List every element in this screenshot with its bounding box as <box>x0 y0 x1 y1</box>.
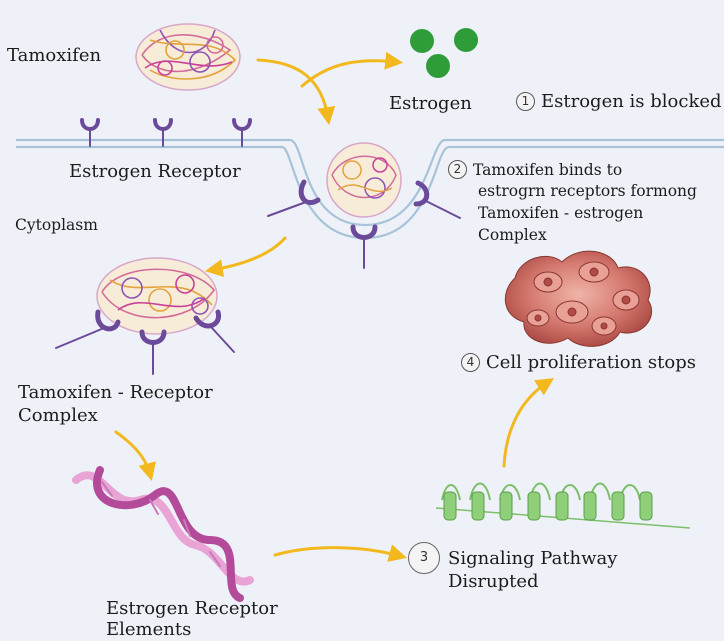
step-2-line3: Tamoxifen - estrogen <box>478 204 644 222</box>
step-1: 1 Estrogen is blocked <box>516 91 722 113</box>
step-3-line2: Disrupted <box>448 571 539 592</box>
estrogen-receptor-label: Estrogen Receptor <box>69 161 241 182</box>
estrogen-molecule-icon <box>410 28 478 78</box>
ere-label-line1: Estrogen Receptor <box>106 598 278 619</box>
cytoplasm-label: Cytoplasm <box>15 216 98 234</box>
arrow-to-complex <box>204 236 287 278</box>
arrow-to-cells <box>502 378 555 468</box>
step-2-line2: estrogrn receptors formong <box>478 182 697 200</box>
cancer-cells-icon <box>504 250 653 347</box>
step-4-text: Cell proliferation stops <box>486 352 696 373</box>
ere-label-line2: Elements <box>106 619 192 640</box>
tamoxifen-molecule-icon <box>135 23 241 91</box>
step-2-line1: 2 Tamoxifen binds to <box>448 160 622 180</box>
complex-label-line2: Complex <box>18 405 98 426</box>
flow-arrows <box>114 51 555 562</box>
step-2-line4: Complex <box>478 226 547 244</box>
tamoxifen-in-pit-icon <box>326 142 402 218</box>
step-1-text: Estrogen is blocked <box>541 91 722 112</box>
tamoxifen-label: Tamoxifen <box>7 45 102 66</box>
step-4-badge: 4 <box>461 353 480 372</box>
step-1-badge: 1 <box>516 92 535 111</box>
signaling-protein-icon <box>435 482 691 529</box>
estrogen-label: Estrogen <box>389 93 472 114</box>
step-3-line1: Signaling Pathway <box>448 548 618 569</box>
dna-helix-icon <box>72 466 254 602</box>
step-3-badge: 3 <box>408 542 440 574</box>
arrow-to-pathway <box>273 544 407 562</box>
complex-molecule-icon <box>55 257 235 375</box>
step-4: 4 Cell proliferation stops <box>461 352 696 374</box>
step-2-text-1: Tamoxifen binds to <box>473 161 623 179</box>
pit-receptors <box>267 179 461 269</box>
arrow-to-pit <box>256 58 336 126</box>
membrane-receptors <box>80 118 252 147</box>
arrow-to-estrogen <box>300 51 404 88</box>
arrow-to-dna <box>114 430 156 481</box>
complex-label-line1: Tamoxifen - Receptor <box>18 382 213 403</box>
step-2-badge: 2 <box>448 160 467 179</box>
